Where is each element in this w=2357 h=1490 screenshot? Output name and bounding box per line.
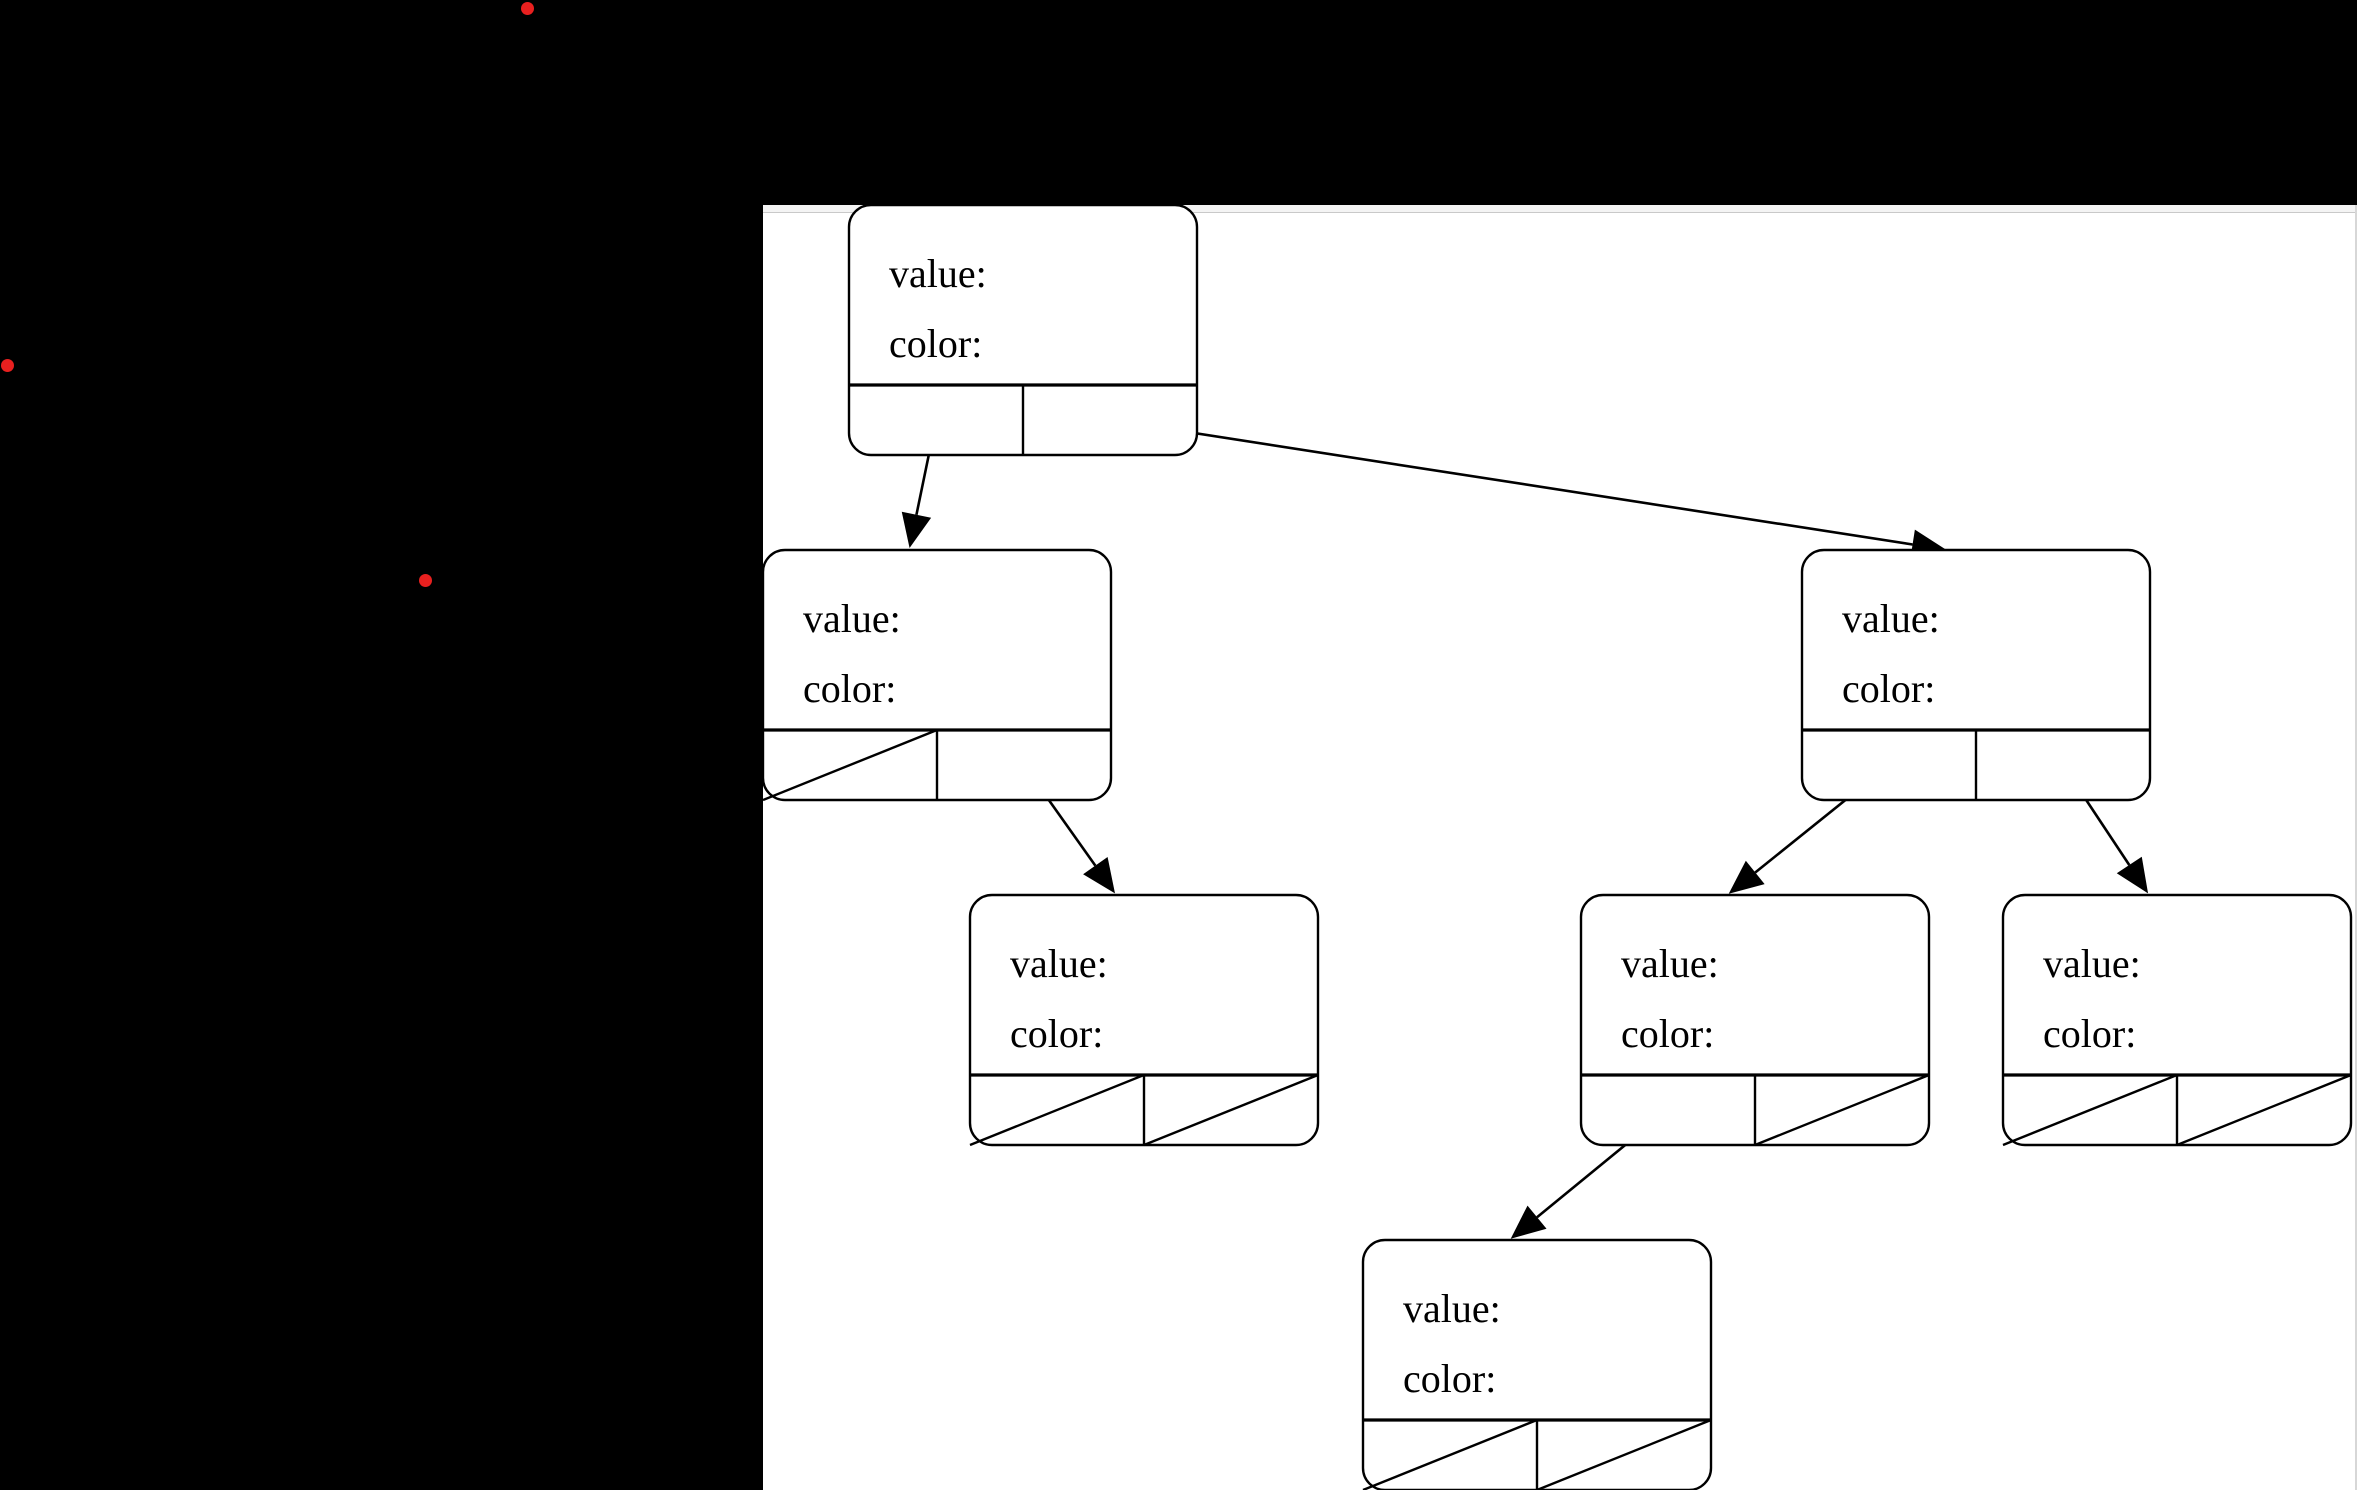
tree-node-root[interactable]: value: color: <box>847 205 1199 457</box>
tree-node-right-right-grandchild-left-null-slash <box>2002 1073 2178 1147</box>
node-layer: value:color:value:color:value:color:valu… <box>763 205 2353 1490</box>
edge-layer <box>901 418 2149 1239</box>
edge-left-child-to-grandchild-arrowhead <box>1083 856 1116 894</box>
tree-node-right-left-grandchild-color-label: color: <box>1621 1011 1714 1056</box>
tree-node-deepest-box <box>1361 1238 1713 1490</box>
tree-node-deepest-value-label: value: <box>1403 1286 1501 1331</box>
tree-node-left-right-grandchild-right-null-slash <box>1143 1073 1319 1147</box>
edge-right-child-to-left-grandchild-arrowhead <box>1728 860 1765 894</box>
tree-node-right-child[interactable]: value: color: <box>1800 548 2152 802</box>
red-dot-left <box>1 359 14 372</box>
red-dot-top <box>521 2 534 15</box>
tree-node-left-right-grandchild-value-label: value: <box>1010 941 1108 986</box>
tree-node-deepest[interactable]: value: color: <box>1361 1238 1713 1490</box>
tree-node-left-right-grandchild-left-null-slash <box>969 1073 1145 1147</box>
tree-node-right-left-grandchild[interactable]: value: color: <box>1579 893 1931 1147</box>
tree-node-left-right-grandchild-color-label: color: <box>1010 1011 1103 1056</box>
tree-node-left-child-left-null-slash <box>763 728 938 802</box>
tree-node-root-color-label: color: <box>889 321 982 366</box>
tree-node-deepest-color-label: color: <box>1403 1356 1496 1401</box>
edge-root-to-right-child-line <box>1109 418 1913 546</box>
edge-right-child-to-right-grandchild-arrowhead <box>2116 856 2149 894</box>
tree-node-deepest-left-null-slash <box>1362 1418 1538 1490</box>
tree-node-right-right-grandchild-color-label: color: <box>2043 1011 2136 1056</box>
edge-root-to-left-child-arrowhead <box>901 511 932 549</box>
tree-node-right-right-grandchild-right-null-slash <box>2176 1073 2352 1147</box>
tree-node-deepest-right-null-slash <box>1536 1418 1712 1490</box>
tree-node-right-right-grandchild[interactable]: value: color: <box>2001 893 2353 1147</box>
tree-node-right-left-grandchild-value-label: value: <box>1621 941 1719 986</box>
panel-top-strip <box>763 205 2357 213</box>
panel-right-edge <box>2355 205 2357 1490</box>
edge-root-to-right-child <box>1109 418 1947 560</box>
tree-node-right-left-grandchild-right-null-slash <box>1754 1073 1930 1147</box>
tree-node-left-child-color-label: color: <box>803 666 896 711</box>
tree-node-left-child-value-label: value: <box>803 596 901 641</box>
tree-node-root-value-label: value: <box>889 251 987 296</box>
tree-node-right-child-color-label: color: <box>1842 666 1935 711</box>
binary-tree-diagram: value:color:value:color:value:color:valu… <box>763 205 2353 1490</box>
edge-grandchild-to-deepest-arrowhead <box>1510 1205 1547 1239</box>
tree-node-left-child[interactable]: value: color: <box>763 548 1113 802</box>
red-dot-middle <box>419 574 432 587</box>
tree-node-right-right-grandchild-value-label: value: <box>2043 941 2141 986</box>
tree-node-left-right-grandchild[interactable]: value: color: <box>968 893 1320 1147</box>
diagram-panel[interactable]: value:color:value:color:value:color:valu… <box>763 205 2357 1490</box>
tree-node-right-child-value-label: value: <box>1842 596 1940 641</box>
